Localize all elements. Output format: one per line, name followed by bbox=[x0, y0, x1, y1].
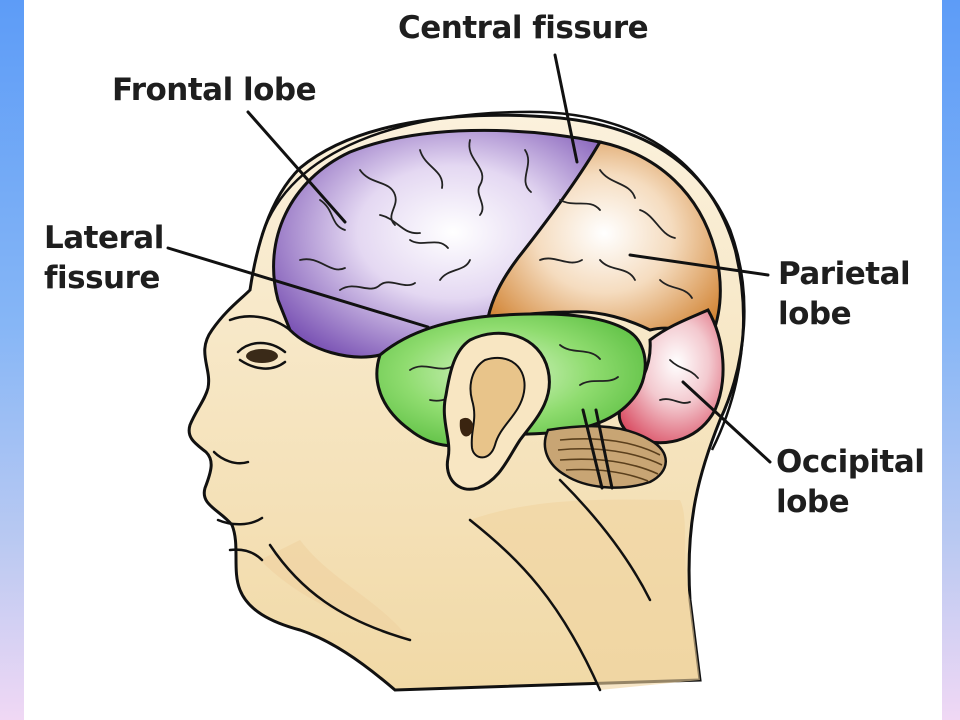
label-central-fissure: Central fissure bbox=[398, 8, 649, 48]
parietal-lobe bbox=[486, 140, 722, 348]
skull-outline bbox=[260, 110, 745, 451]
pointer-frontal-lobe bbox=[246, 110, 347, 224]
pointer-lateral-fissure bbox=[166, 246, 430, 329]
brain-lobes-illustration bbox=[166, 53, 772, 692]
pointer-parietal-lobe bbox=[628, 253, 770, 277]
sulci-lines bbox=[299, 139, 699, 404]
label-occipital-lobe-line2: lobe bbox=[776, 484, 850, 520]
pointer-lines bbox=[166, 53, 772, 490]
label-lateral-fissure-line2: fissure bbox=[44, 260, 160, 296]
label-lateral-fissure-line1: Lateral bbox=[44, 220, 164, 256]
label-parietal-lobe: Parietal lobe bbox=[778, 254, 911, 334]
ear-inner bbox=[469, 357, 526, 459]
label-occipital-lobe: Occipital lobe bbox=[776, 442, 925, 522]
label-parietal-lobe-line1: Parietal bbox=[778, 256, 911, 292]
pointer-cerebellum-2 bbox=[594, 408, 614, 490]
facial-features bbox=[212, 315, 652, 692]
pointer-cerebellum-1 bbox=[581, 408, 604, 490]
cheek-shading bbox=[260, 540, 410, 640]
neck-shading bbox=[470, 499, 700, 690]
label-frontal-lobe-text: Frontal lobe bbox=[112, 72, 317, 108]
pointer-occipital-lobe bbox=[681, 380, 772, 464]
pointer-central-fissure bbox=[553, 53, 579, 164]
label-parietal-lobe-line2: lobe bbox=[778, 296, 852, 332]
label-occipital-lobe-line1: Occipital bbox=[776, 444, 925, 480]
ear-canal bbox=[459, 417, 474, 437]
cerebellum-folds bbox=[557, 437, 663, 482]
label-central-fissure-text: Central fissure bbox=[398, 10, 649, 46]
label-lateral-fissure: Lateral fissure bbox=[44, 218, 164, 298]
label-frontal-lobe: Frontal lobe bbox=[112, 70, 317, 110]
eye bbox=[246, 349, 278, 363]
